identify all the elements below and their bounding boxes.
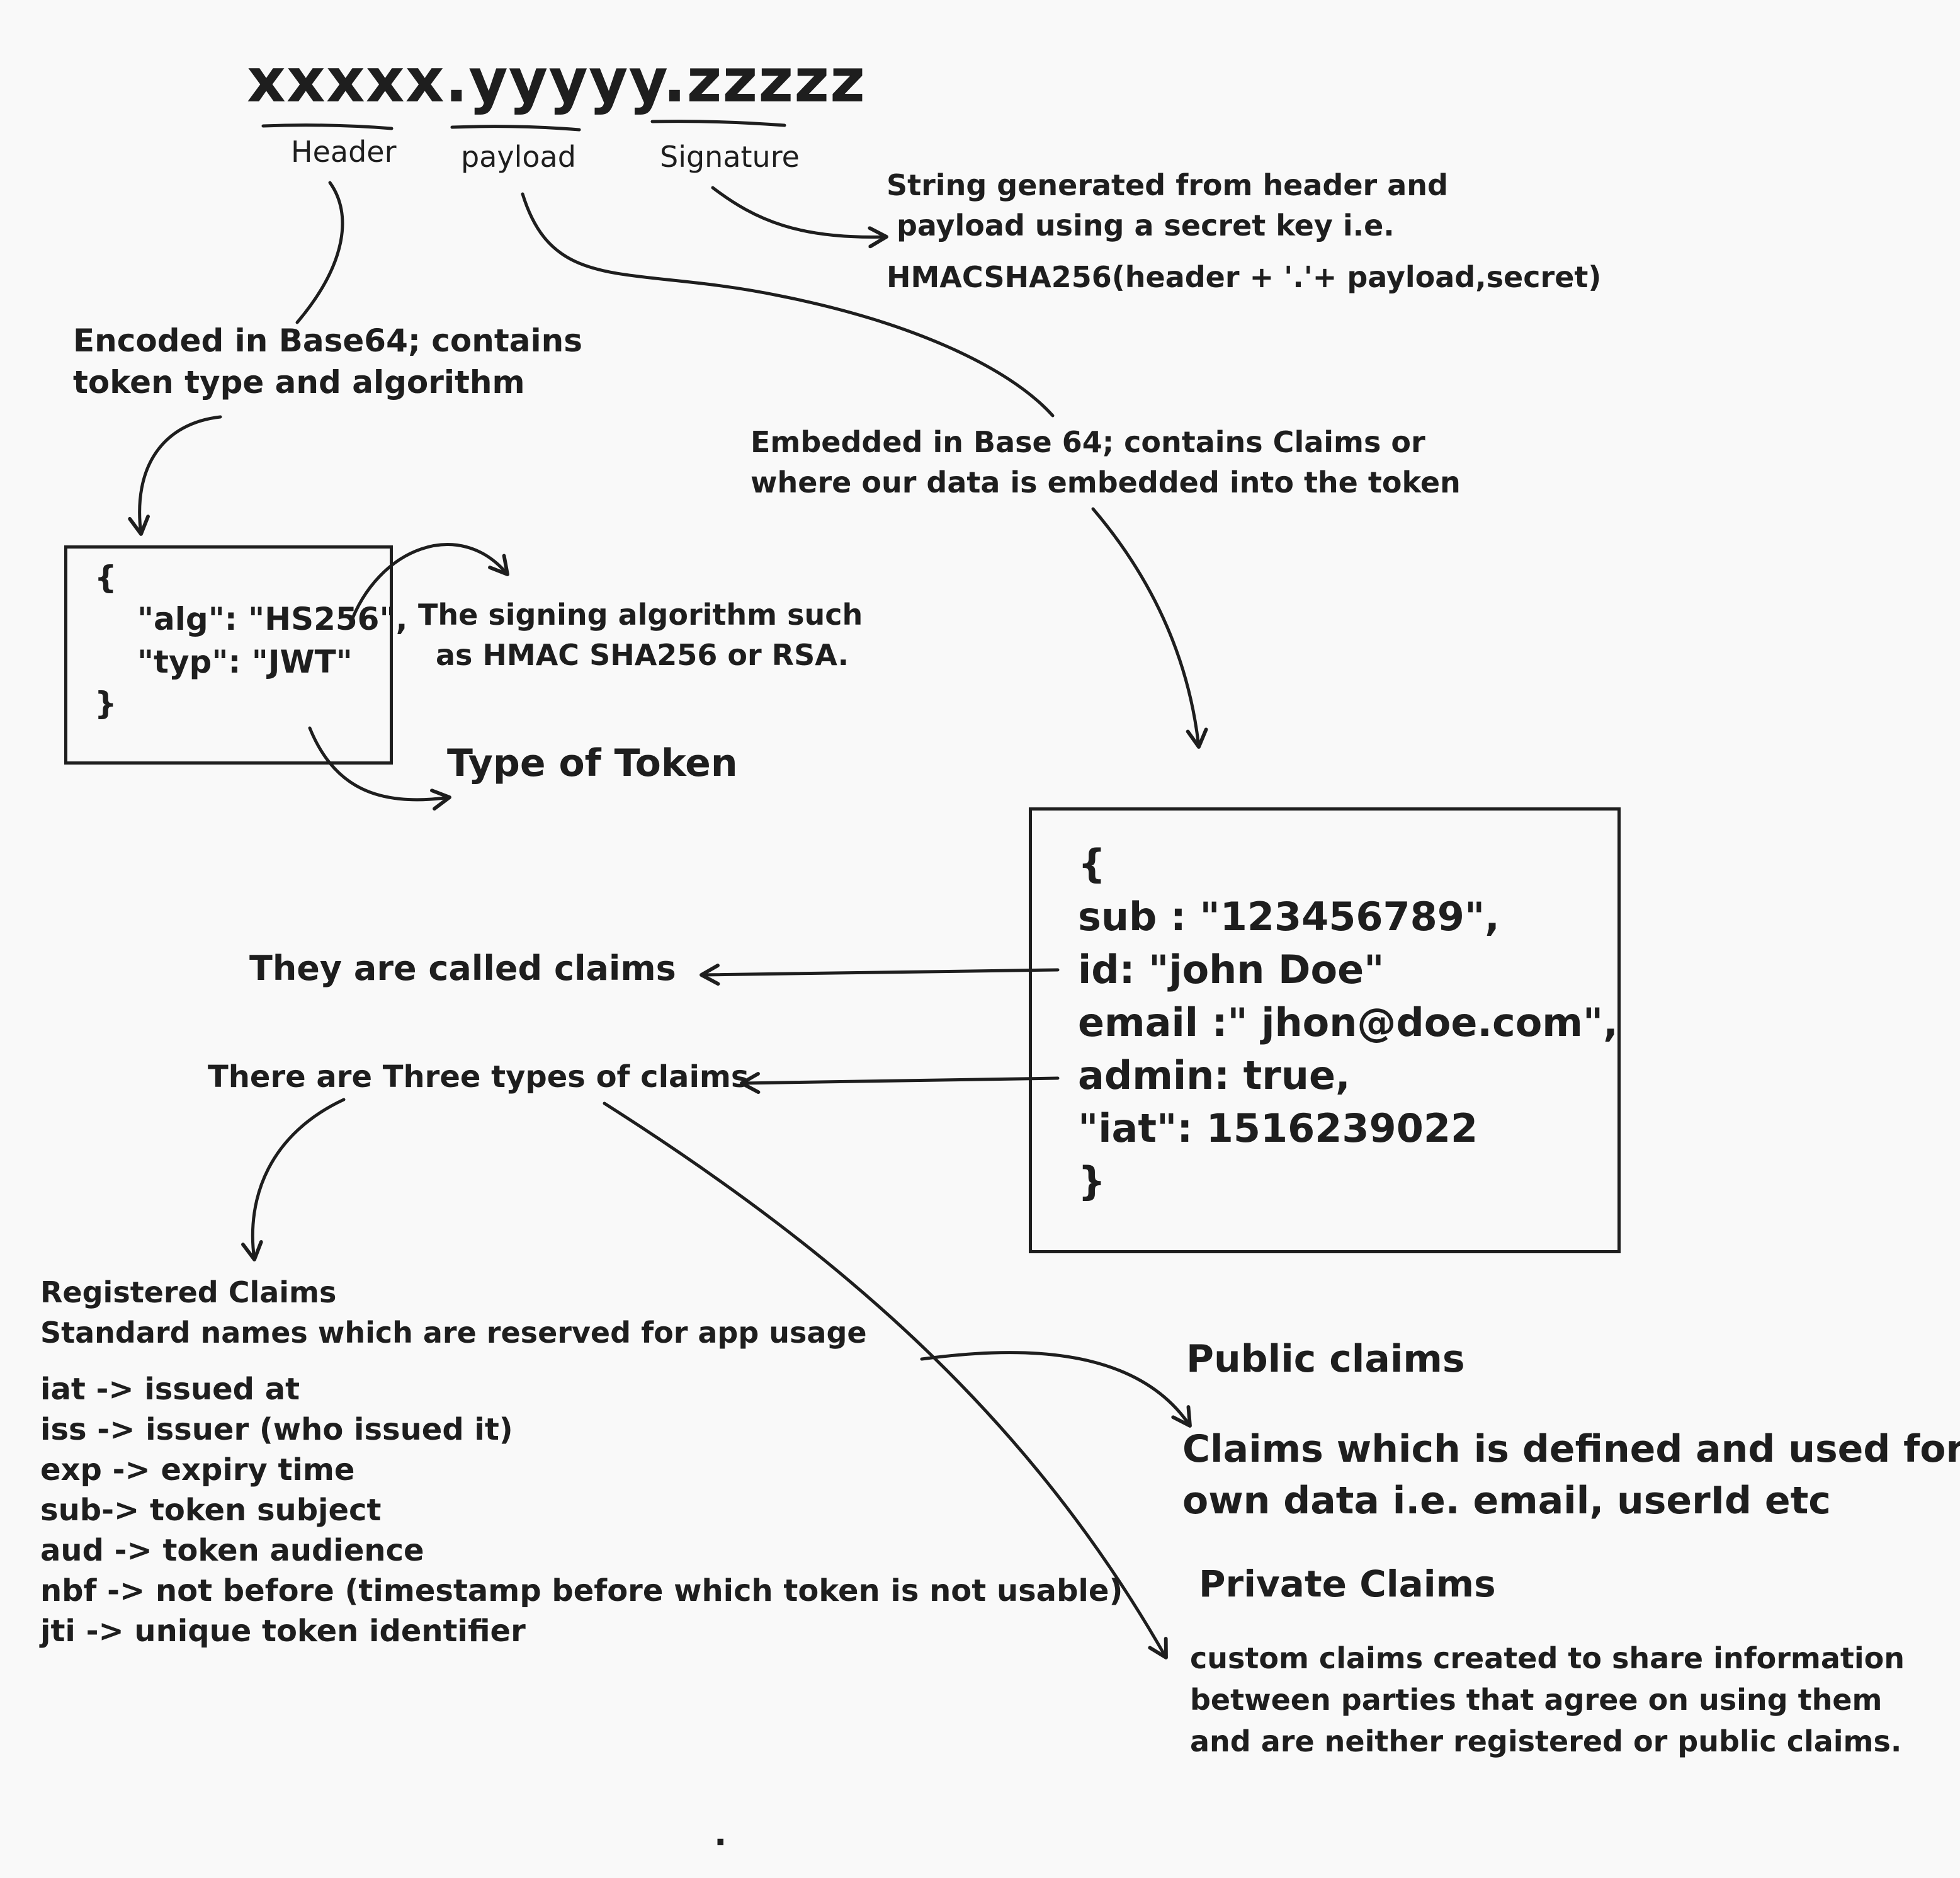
header-connector (295, 181, 344, 324)
signature-arrow (711, 186, 888, 249)
claim-types-note: There are Three types of claims (208, 1059, 749, 1095)
alg-note-line: The signing algorithm such (418, 598, 863, 632)
private-claims-line: and are neither registered or public cla… (1190, 1724, 1902, 1758)
registered-description: Standard names which are reserved for ap… (40, 1316, 867, 1350)
payload-note-line: where our data is embedded into the toke… (751, 465, 1461, 499)
header-note: Encoded in Base64; contains token type a… (73, 320, 582, 403)
payload-underline (450, 125, 581, 132)
private-arrow (603, 1101, 1168, 1659)
token-format: xxxxx.yyyyy.zzzzz (247, 45, 866, 116)
payload-json-box (1029, 807, 1621, 1253)
payload-json-iat: "iat": 1516239022 (1078, 1105, 1478, 1151)
payload-label: payload (461, 140, 576, 174)
payload-json-close: } (1078, 1158, 1106, 1204)
signature-note-line: payload using a secret key i.e. (897, 208, 1395, 242)
payload-note: Embedded in Base 64; contains Claims or … (751, 422, 1461, 503)
typ-note: Type of Token (447, 741, 738, 785)
payload-note-arrow (1091, 507, 1208, 749)
registered-item: nbf -> not before (timestamp before whic… (40, 1573, 1123, 1608)
private-claims-description: custom claims created to share informati… (1190, 1637, 1905, 1762)
payload-json: { sub : "123456789", id: "john Doe" emai… (1078, 838, 1618, 1208)
payload-json-email: email :" jhon@doe.com", (1078, 999, 1618, 1045)
registered-item: iat -> issued at (40, 1372, 300, 1407)
header-json-close: } (94, 685, 117, 722)
public-arrow (920, 1351, 1192, 1428)
registered-item: exp -> expiry time (40, 1452, 355, 1488)
claim-types-arrow (740, 1072, 1060, 1095)
stray-mark: . (714, 1814, 727, 1853)
private-claims-line: between parties that agree on using them (1190, 1683, 1883, 1717)
header-json-open: { (94, 559, 117, 596)
registered-item: jti -> unique token identifier (40, 1613, 526, 1649)
alg-note-line: as HMAC SHA256 or RSA. (436, 638, 849, 672)
header-json-box (64, 545, 393, 765)
private-claims-line: custom claims created to share informati… (1190, 1641, 1905, 1675)
signature-label: Signature (660, 140, 800, 174)
registered-item: iss -> issuer (who issued it) (40, 1412, 513, 1447)
header-json-alg: "alg": "HS256", (137, 601, 408, 637)
alg-arrow (348, 543, 509, 627)
payload-connector (521, 192, 1055, 418)
payload-json-id: id: "john Doe" (1078, 947, 1385, 993)
header-underline (261, 123, 394, 130)
header-note-line: Encoded in Base64; contains (73, 322, 583, 359)
registered-title: Registered Claims (40, 1275, 337, 1309)
signature-note: String generated from header and payload… (887, 165, 1601, 297)
payload-json-admin: admin: true, (1078, 1052, 1351, 1098)
public-claims-title: Public claims (1186, 1337, 1465, 1381)
signature-note-formula: HMACSHA256(header + '.'+ payload,secret) (887, 260, 1602, 294)
header-label: Header (291, 135, 397, 169)
registered-claims: Registered Claims Standard names which a… (40, 1272, 1123, 1651)
claims-note: They are called claims (249, 948, 676, 988)
alg-note: The signing algorithm such as HMAC SHA25… (418, 595, 863, 675)
private-claims-title: Private Claims (1199, 1562, 1496, 1605)
signature-note-line: String generated from header and (887, 168, 1448, 202)
claims-arrow (700, 964, 1060, 986)
typ-arrow (308, 726, 451, 811)
header-json: { "alg": "HS256", "typ": "JWT" } (94, 557, 408, 724)
payload-json-sub: sub : "123456789", (1078, 894, 1500, 940)
signature-underline (650, 120, 786, 127)
payload-note-line: Embedded in Base 64; contains Claims or (751, 425, 1425, 459)
public-claims-description: Claims which is defined and used for own… (1182, 1423, 1960, 1527)
registered-arrow (241, 1098, 346, 1261)
public-claims-line: own data i.e. email, userId etc (1182, 1479, 1831, 1523)
registered-item: aud -> token audience (40, 1533, 424, 1568)
header-json-typ: "typ": "JWT" (137, 644, 353, 680)
public-claims-line: Claims which is defined and used for (1182, 1427, 1960, 1471)
header-note-arrow (128, 415, 222, 536)
payload-json-open: { (1078, 841, 1106, 887)
registered-items: iat -> issued at iss -> issuer (who issu… (40, 1369, 1123, 1651)
header-note-line: token type and algorithm (73, 364, 525, 401)
registered-item: sub-> token subject (40, 1493, 382, 1528)
